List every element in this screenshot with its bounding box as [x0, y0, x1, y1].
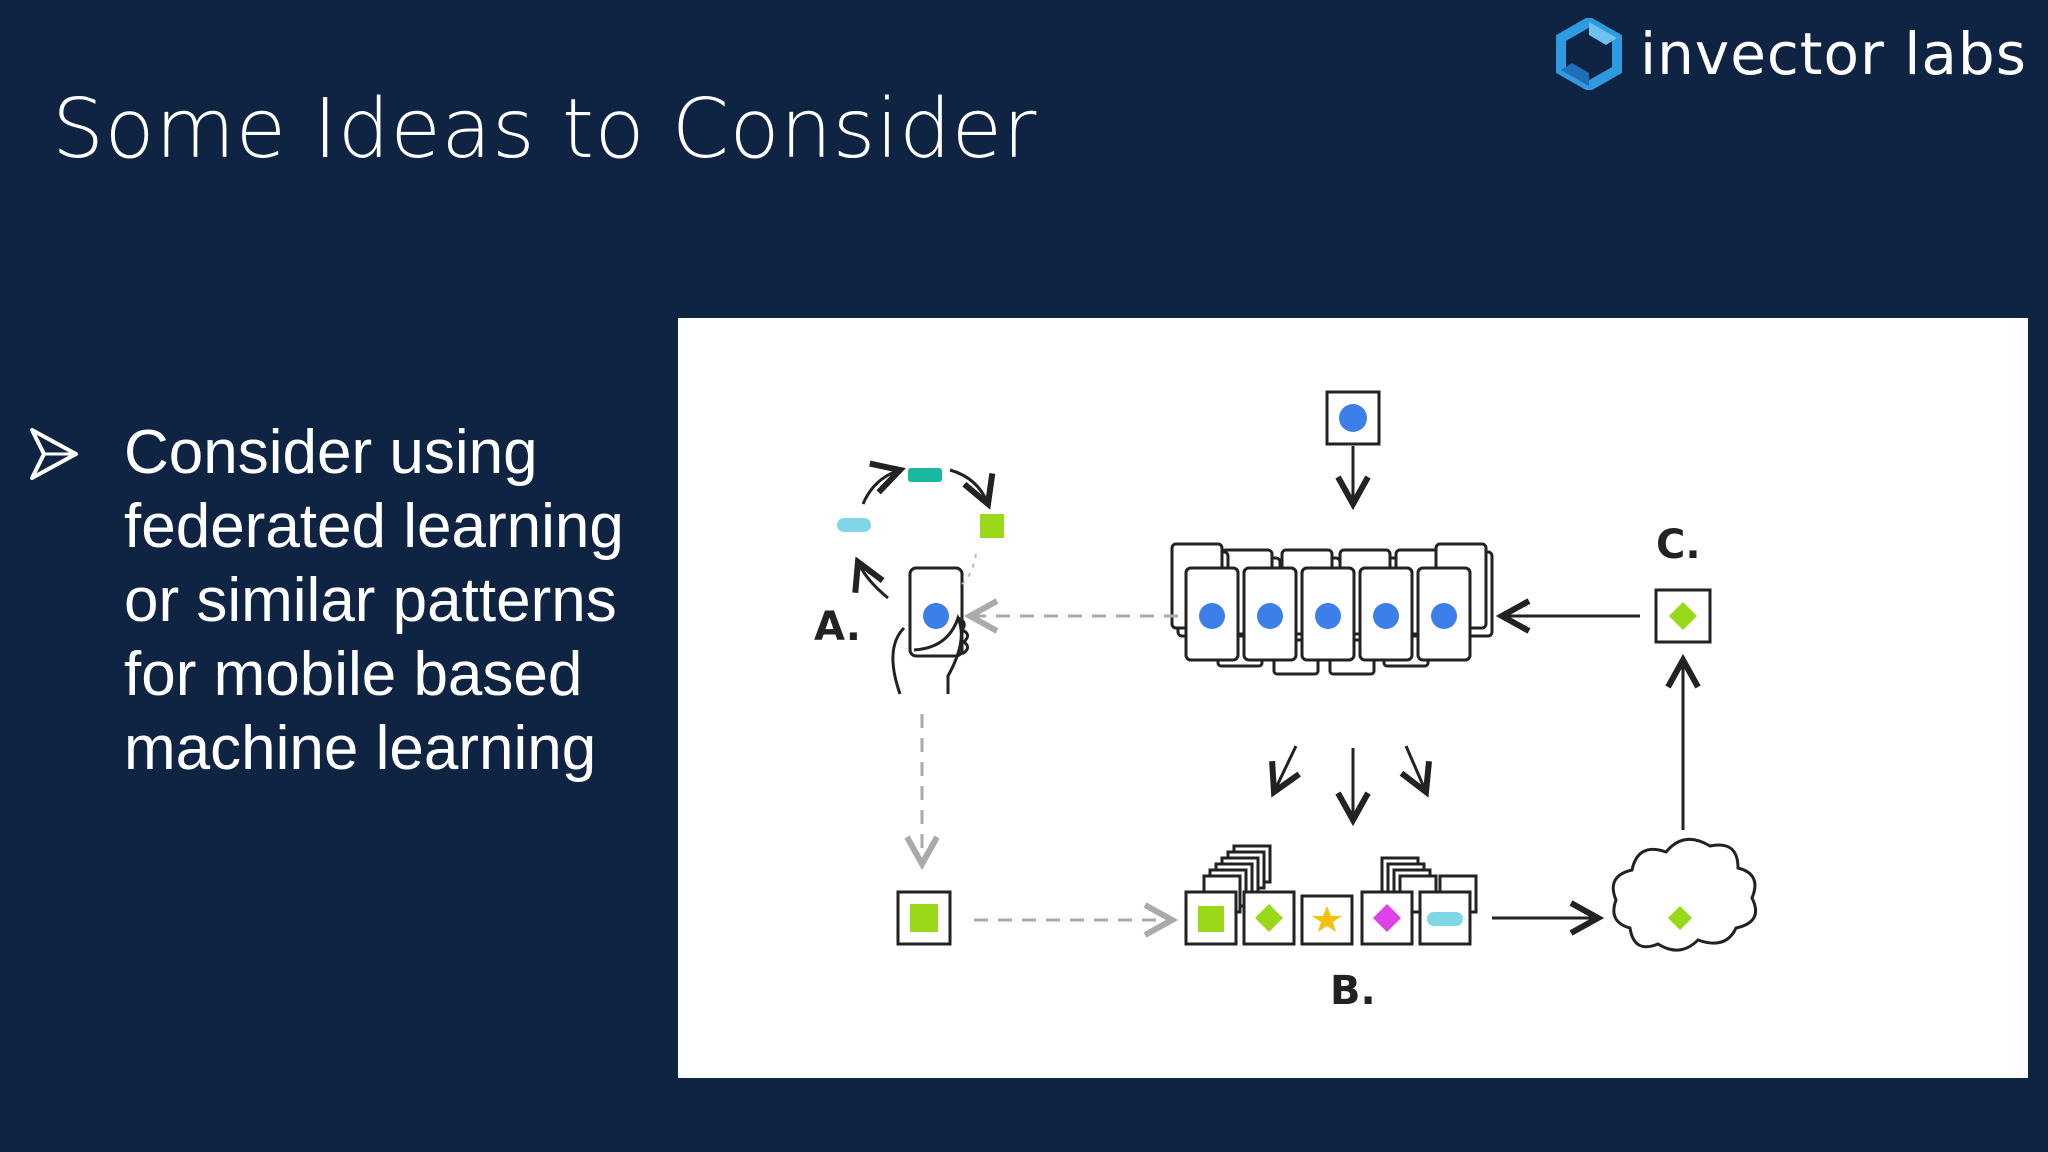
local-training-cycle [837, 468, 1004, 600]
phones-front [1184, 566, 1472, 662]
slide-title: Some Ideas to Consider [52, 82, 1037, 177]
brand-logo: invector labs [1556, 18, 2027, 90]
brand-name: invector labs [1640, 20, 2027, 88]
down-arrow-right [1406, 745, 1426, 792]
bullet-item: Consider using federated learning or sim… [124, 418, 624, 783]
phone-icon [891, 566, 969, 695]
cloud-icon [1611, 837, 1757, 952]
label-a: A. [814, 604, 861, 650]
bullet-arrow-icon [30, 428, 78, 480]
model-card-icon [1325, 390, 1381, 446]
invector-logo-icon [1556, 18, 1622, 90]
global-model-card-icon [1654, 588, 1712, 644]
aggregated-updates [1184, 844, 1478, 946]
federated-learning-diagram: A. B. [678, 318, 2028, 1078]
diagram-svg: A. B. [814, 390, 1757, 1014]
label-c: C. [1656, 522, 1701, 568]
label-b: B. [1330, 968, 1376, 1014]
update-card-icon [896, 890, 952, 946]
down-arrow-left [1274, 745, 1296, 792]
update-shapes [1198, 904, 1463, 932]
